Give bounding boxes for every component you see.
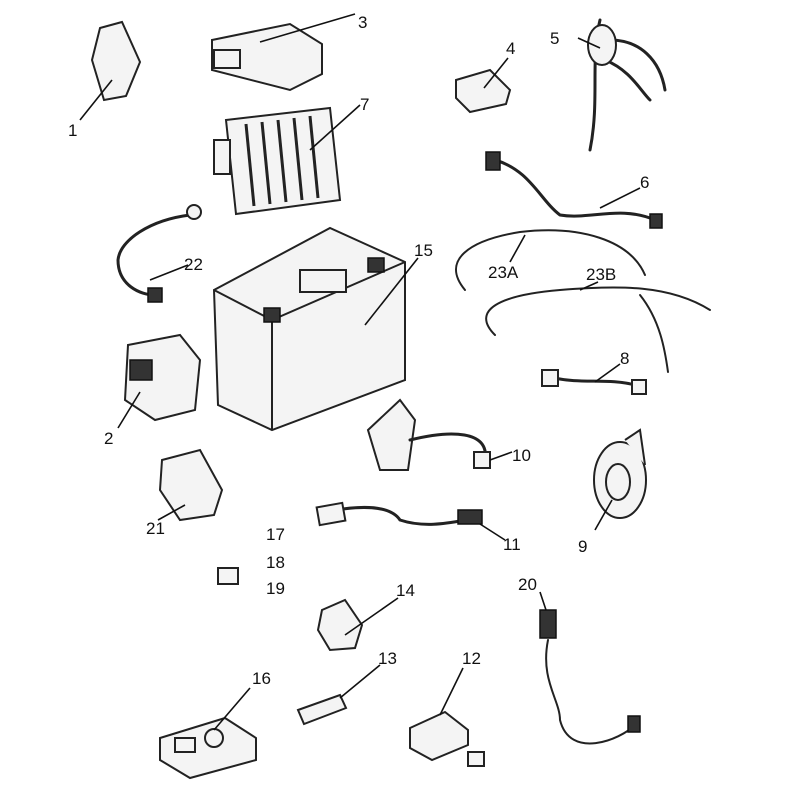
label-7: 7 <box>360 95 369 114</box>
part-23a-harness <box>455 229 646 291</box>
label-12: 12 <box>462 649 481 668</box>
part-15-battery <box>212 226 419 432</box>
label-4: 4 <box>506 39 515 58</box>
label-3: 3 <box>358 13 367 32</box>
label-13: 13 <box>378 649 397 668</box>
part-20-sensor <box>539 591 641 745</box>
part-21-relay <box>157 448 224 522</box>
part-4-fuse-box <box>455 57 512 114</box>
part-1-relay <box>79 20 142 121</box>
part-11-switch-cable <box>315 501 506 541</box>
label-15: 15 <box>414 241 433 260</box>
label-23b: 23B <box>586 265 616 284</box>
label-23a: 23A <box>488 263 519 282</box>
part-14-relay <box>316 597 399 652</box>
part-12-connector <box>409 667 485 767</box>
label-10: 10 <box>512 446 531 465</box>
label-6: 6 <box>640 173 649 192</box>
part-5-switch-harness <box>577 18 667 152</box>
part-2-starter-relay <box>117 333 202 429</box>
part-8-cable <box>541 363 647 395</box>
label-2: 2 <box>104 429 113 448</box>
label-11: 11 <box>503 535 521 554</box>
label-18: 18 <box>266 553 285 572</box>
label-8: 8 <box>620 349 629 368</box>
part-7-regulator <box>213 104 361 216</box>
label-16: 16 <box>252 669 271 688</box>
label-19: 19 <box>266 579 285 598</box>
part-23b-harness <box>485 281 711 373</box>
part-3-cdi-unit <box>211 13 356 92</box>
label-1: 1 <box>68 121 77 140</box>
part-6-cable <box>485 151 663 229</box>
part-9-horn <box>593 428 647 531</box>
label-9: 9 <box>578 537 587 556</box>
label-14: 14 <box>396 581 415 600</box>
label-22: 22 <box>184 255 203 274</box>
label-21: 21 <box>146 519 165 538</box>
label-17: 17 <box>266 525 285 544</box>
label-20: 20 <box>518 575 537 594</box>
part-22-cable <box>116 204 202 303</box>
part-16-fuse-block <box>159 687 257 780</box>
part-18-bulb <box>217 567 239 585</box>
part-10-pickup-coil <box>366 398 513 471</box>
part-13-switch <box>296 664 381 726</box>
label-5: 5 <box>550 29 559 48</box>
